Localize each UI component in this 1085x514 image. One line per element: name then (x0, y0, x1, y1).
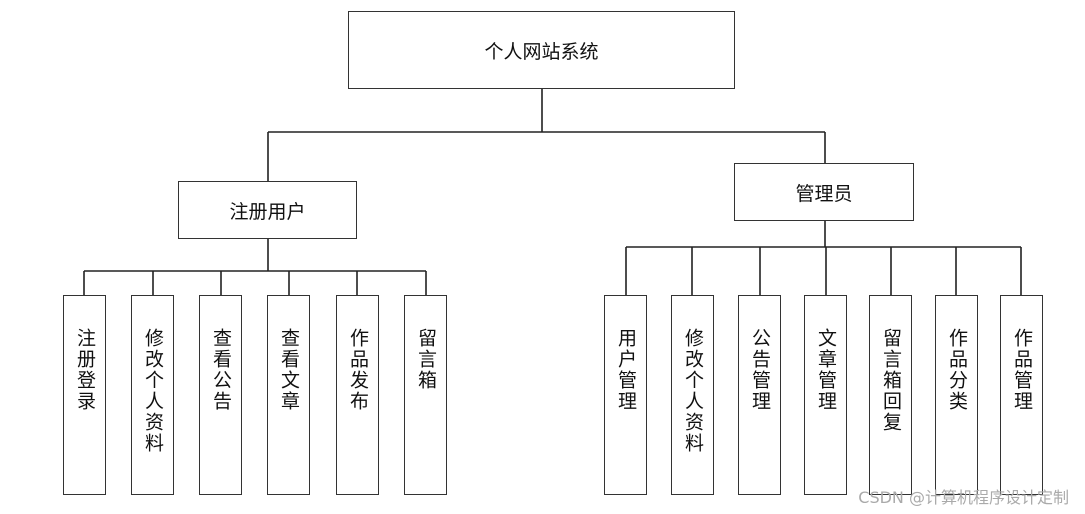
leaf-view-announcements: 查看公告 (199, 295, 242, 495)
registered-user-label: 注册用户 (229, 200, 306, 223)
leaf-label: 文章管理 (815, 328, 837, 412)
leaf-label: 修改个人资料 (142, 328, 164, 454)
leaf-label: 留言箱回复 (880, 328, 902, 433)
leaf-label: 作品分类 (946, 328, 968, 412)
leaf-label: 留言箱 (415, 328, 437, 391)
leaf-label: 作品发布 (347, 328, 369, 412)
leaf-label: 查看公告 (210, 328, 232, 412)
leaf-message-box: 留言箱 (404, 295, 447, 495)
leaf-edit-profile-user: 修改个人资料 (131, 295, 174, 495)
registered-user-node: 注册用户 (178, 181, 357, 239)
leaf-announcement-management: 公告管理 (738, 295, 781, 495)
admin-node: 管理员 (734, 163, 914, 221)
root-label: 个人网站系统 (484, 40, 599, 63)
leaf-article-management: 文章管理 (804, 295, 847, 495)
leaf-edit-profile-admin: 修改个人资料 (671, 295, 714, 495)
root-node: 个人网站系统 (348, 11, 735, 89)
leaf-user-management: 用户管理 (604, 295, 647, 495)
leaf-view-articles: 查看文章 (267, 295, 310, 495)
leaf-message-box-reply: 留言箱回复 (869, 295, 912, 495)
watermark: CSDN @计算机程序设计定制 (858, 488, 1069, 507)
leaf-label: 注册登录 (74, 328, 96, 412)
leaf-label: 公告管理 (749, 328, 771, 412)
leaf-label: 作品管理 (1011, 328, 1033, 412)
admin-label: 管理员 (795, 182, 853, 205)
leaf-work-management: 作品管理 (1000, 295, 1043, 495)
leaf-label: 修改个人资料 (682, 328, 704, 454)
leaf-register-login: 注册登录 (63, 295, 106, 495)
leaf-label: 用户管理 (615, 328, 637, 412)
leaf-publish-works: 作品发布 (336, 295, 379, 495)
leaf-work-categories: 作品分类 (935, 295, 978, 495)
leaf-label: 查看文章 (278, 328, 300, 412)
